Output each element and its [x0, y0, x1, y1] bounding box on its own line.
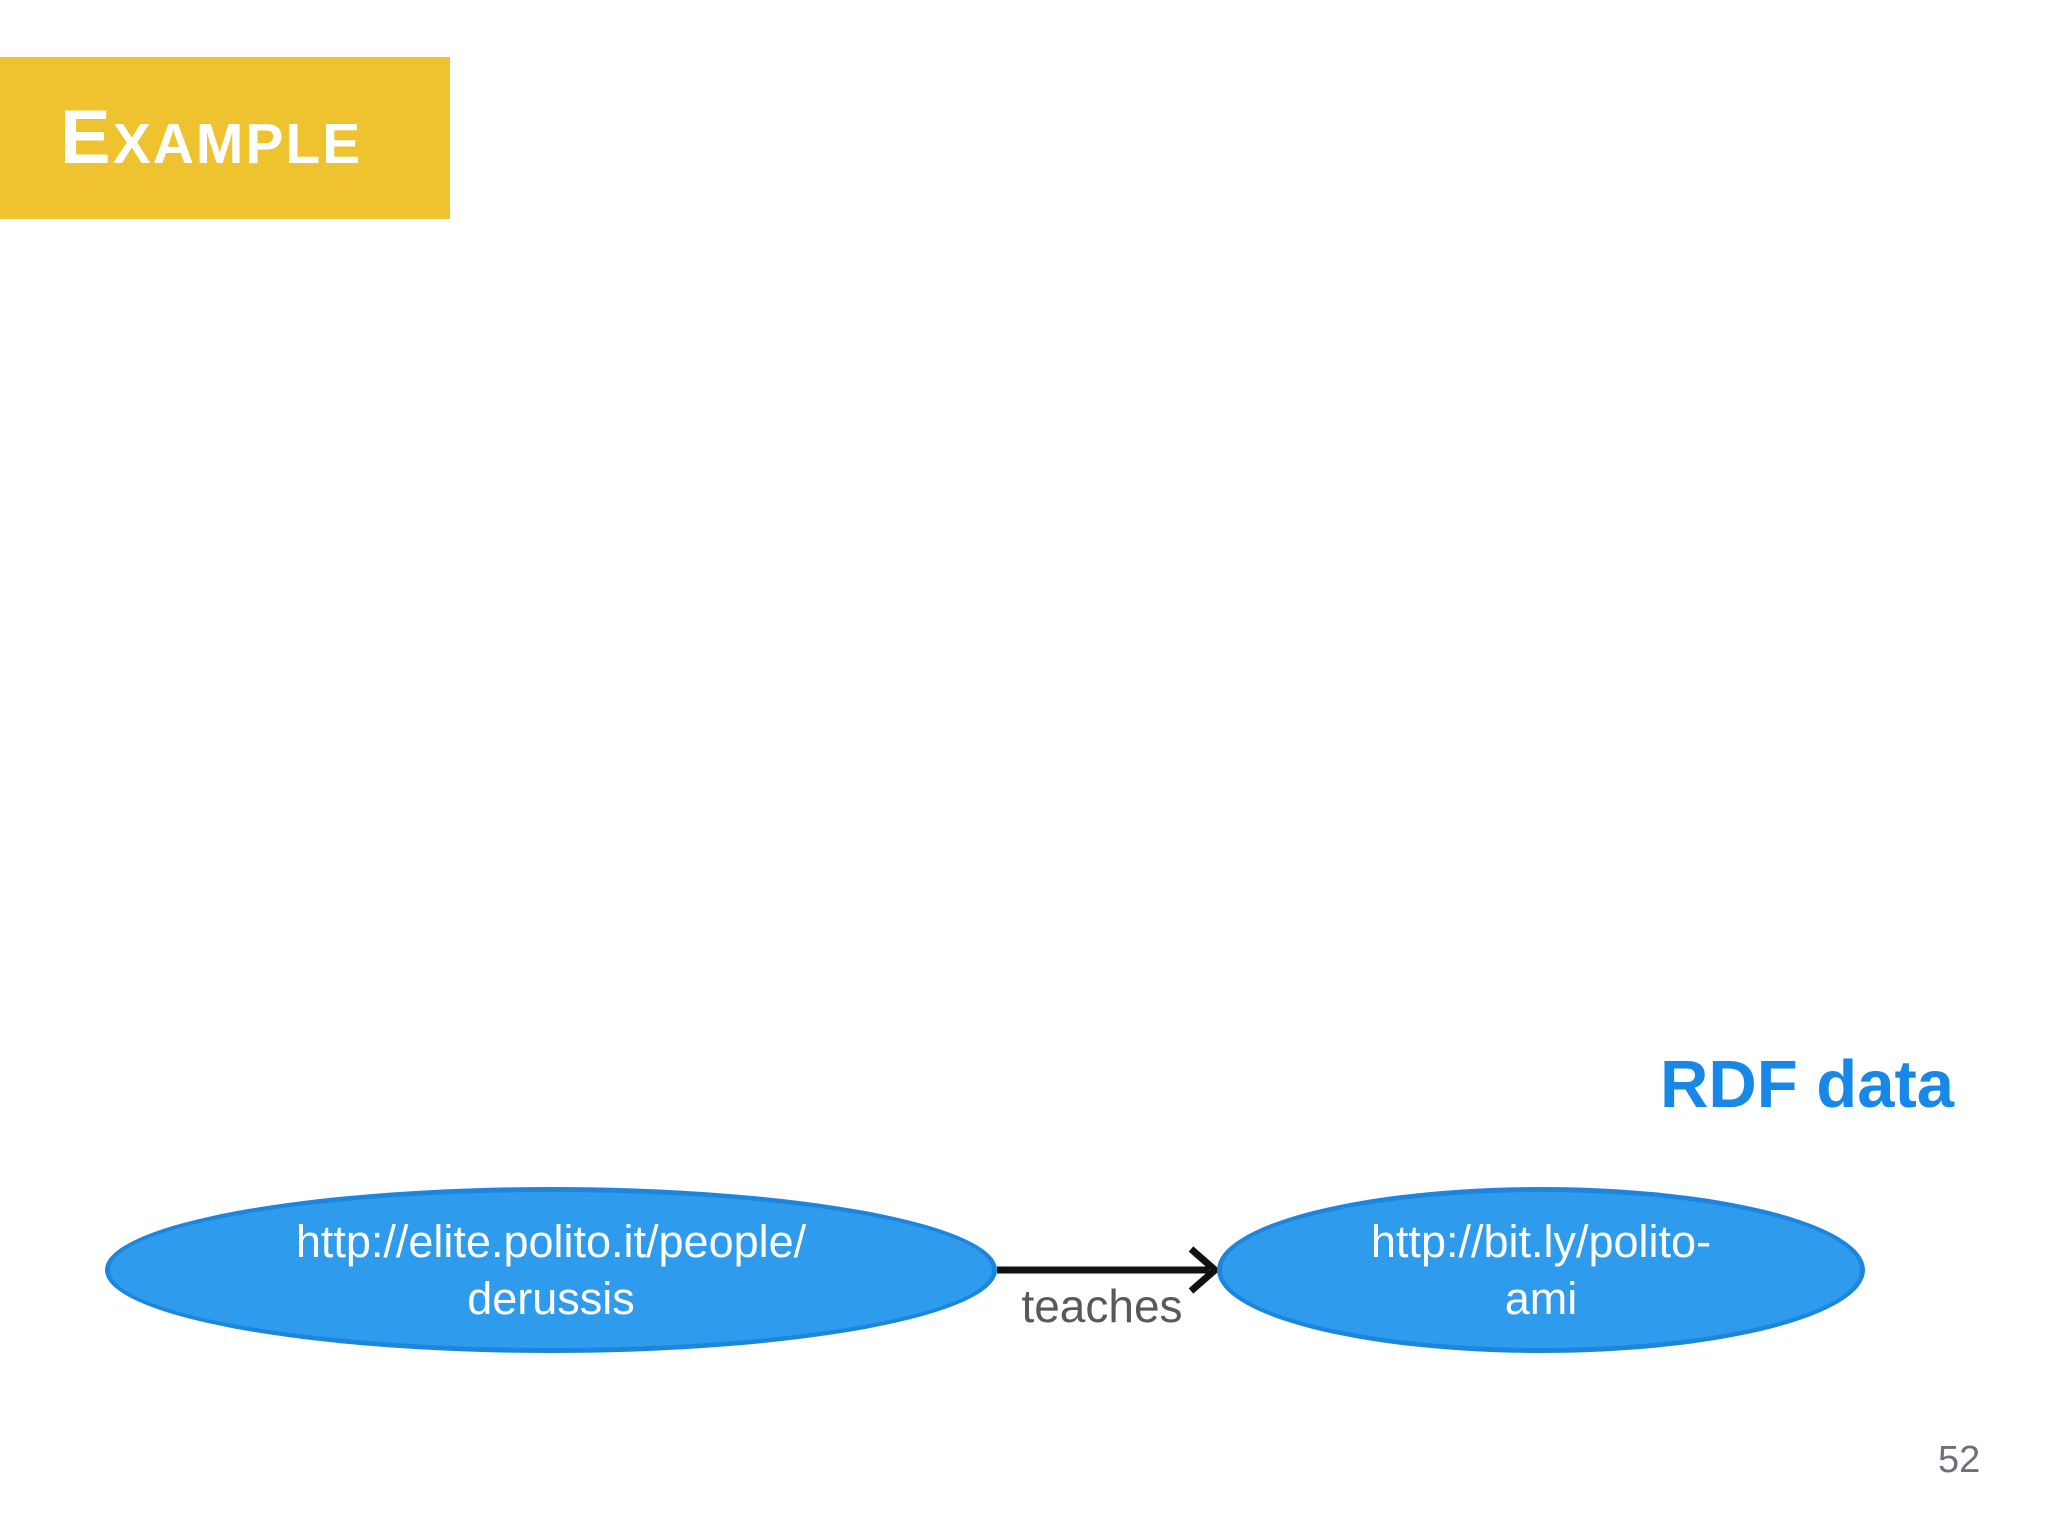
edge-label-teaches: teaches [1021, 1280, 1183, 1332]
arrow-head-icon [1188, 1246, 1221, 1294]
node-object-label-line1: http://bit.ly/polito- [1370, 1216, 1712, 1267]
node-object-label-line2: ami [1504, 1273, 1578, 1324]
rdf-data-label: RDF data [1660, 1047, 1955, 1122]
node-subject: http://elite.polito.it/people/ derussis [105, 1187, 997, 1353]
slide-title-initial: E [60, 95, 113, 180]
teaches-arrow [997, 1246, 1221, 1294]
slide-title-rest: XAMPLE [112, 112, 363, 176]
page-number: 52 [1938, 1439, 1981, 1481]
node-subject-label-line2: derussis [467, 1273, 635, 1324]
node-object: http://bit.ly/polito- ami [1217, 1187, 1865, 1353]
node-subject-label-line1: http://elite.polito.it/people/ [295, 1216, 807, 1267]
